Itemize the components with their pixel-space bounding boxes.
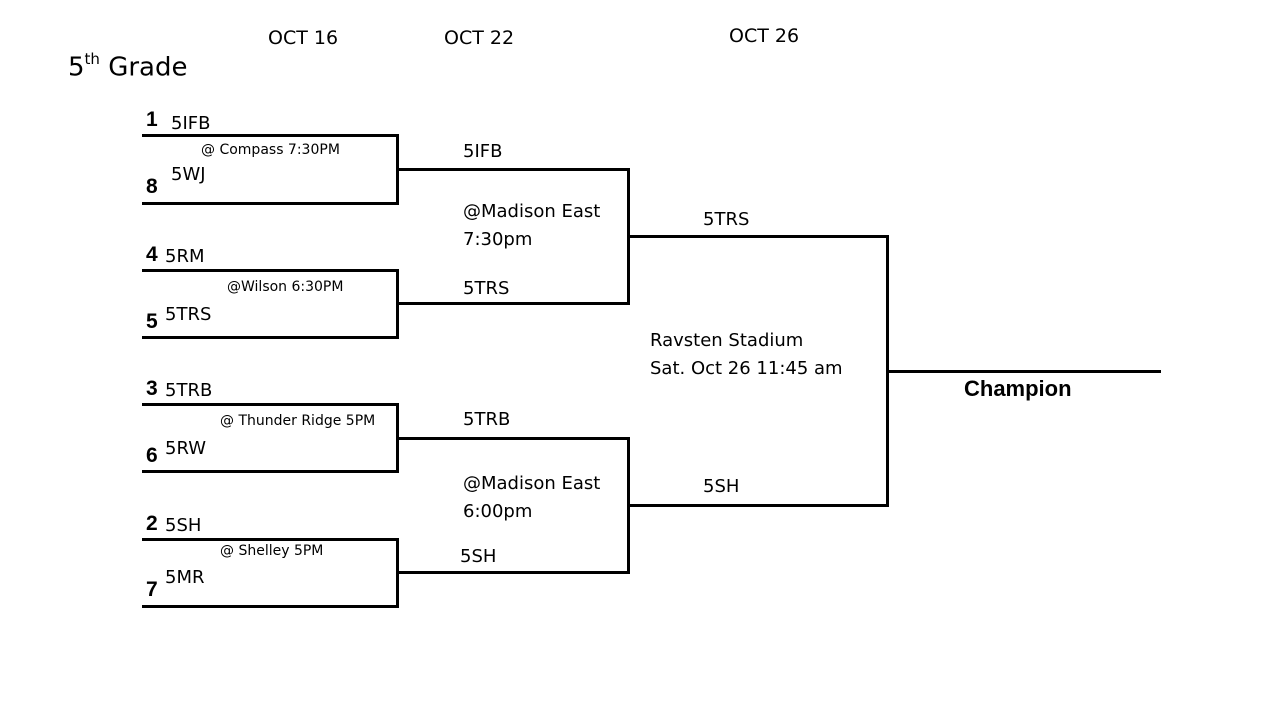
match-venue: @Madison East 7:30pm [463, 198, 600, 254]
champion-line [886, 370, 1161, 373]
date-header-round1: OCT 16 [268, 27, 339, 49]
team-name: 5IFB [463, 141, 503, 162]
bracket-line [627, 504, 889, 507]
venue-time: 7:30pm [463, 229, 533, 250]
seed-number: 7 [146, 578, 158, 601]
seed-number: 8 [146, 175, 158, 198]
bracket-line [142, 336, 399, 339]
bracket-line [142, 605, 399, 608]
team-name: 5TRS [703, 209, 750, 230]
team-name: 5IFB [171, 113, 211, 134]
bracket-line [142, 403, 399, 406]
title-suffix: th [84, 50, 100, 68]
date-header-round3: OCT 26 [729, 25, 800, 47]
seed-number: 3 [146, 377, 158, 400]
venue-line: @Madison East [463, 201, 601, 222]
team-name: 5SH [460, 546, 497, 567]
match-venue: @ Shelley 5PM [220, 543, 324, 559]
title-text: Grade [99, 52, 188, 83]
match-venue: @ Thunder Ridge 5PM [220, 413, 376, 429]
venue-line: Ravsten Stadium [650, 330, 804, 351]
team-name: 5TRS [165, 304, 212, 325]
bracket-line [396, 571, 630, 574]
team-name: 5TRB [165, 380, 213, 401]
bracket-line [396, 302, 630, 305]
bracket-line [142, 202, 399, 205]
match-venue: @ Compass 7:30PM [201, 142, 340, 158]
date-header-round2: OCT 22 [444, 27, 515, 49]
team-name: 5SH [703, 476, 740, 497]
team-name: 5RM [165, 246, 205, 267]
seed-number: 1 [146, 108, 158, 131]
bracket-line [142, 470, 399, 473]
page-title: 5th Grade [68, 50, 188, 83]
team-name: 5MR [165, 567, 205, 588]
team-name: 5TRS [463, 278, 510, 299]
bracket-line [396, 168, 630, 171]
seed-number: 6 [146, 444, 158, 467]
seed-number: 5 [146, 310, 158, 333]
team-name: 5SH [165, 515, 202, 536]
bracket-line [627, 235, 889, 238]
venue-time: Sat. Oct 26 11:45 am [650, 358, 843, 379]
champion-label: Champion [964, 376, 1072, 401]
bracket-line [142, 538, 399, 541]
venue-line: @Madison East [463, 473, 601, 494]
team-name: 5RW [165, 438, 207, 459]
seed-number: 2 [146, 512, 158, 535]
bracket-line [142, 269, 399, 272]
title-number: 5 [68, 52, 85, 83]
venue-time: 6:00pm [463, 501, 533, 522]
team-name: 5WJ [171, 164, 206, 185]
bracket-line [142, 134, 399, 137]
seed-number: 4 [146, 243, 158, 266]
match-venue: @Madison East 6:00pm [463, 470, 600, 526]
bracket-line [396, 437, 630, 440]
match-venue: Ravsten Stadium Sat. Oct 26 11:45 am [650, 327, 843, 383]
match-venue: @Wilson 6:30PM [227, 279, 344, 295]
team-name: 5TRB [463, 409, 511, 430]
